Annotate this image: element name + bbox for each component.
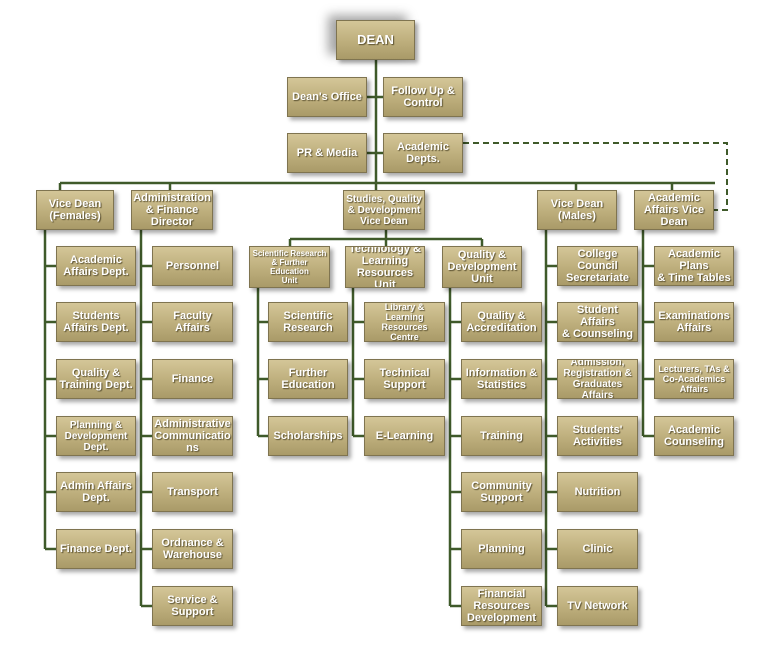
unit-nutrition[interactable]: Nutrition — [557, 472, 638, 512]
unit-female-admin-affairs[interactable]: Admin Affairs Dept. — [56, 472, 136, 512]
unit-college-council[interactable]: College Council Secretariate — [557, 246, 638, 286]
unit-ordnance-warehouse[interactable]: Ordnance & Warehouse — [152, 529, 233, 569]
unit-service-support[interactable]: Service & Support — [152, 586, 233, 626]
unit-female-finance[interactable]: Finance Dept. — [56, 529, 136, 569]
unit-admin-communications[interactable]: Administrative Communicatio ns — [152, 416, 233, 456]
unit-scientific-research-further-education[interactable]: Scientific Research & Further Education … — [249, 246, 330, 288]
unit-e-learning[interactable]: E-Learning — [364, 416, 445, 456]
unit-female-academic-affairs[interactable]: Academic Affairs Dept. — [56, 246, 136, 286]
unit-female-planning[interactable]: Planning & Development Dept. — [56, 416, 136, 456]
unit-quality-accreditation[interactable]: Quality & Accreditation — [461, 302, 542, 342]
unit-transport[interactable]: Transport — [152, 472, 233, 512]
unit-follow-up[interactable]: Follow Up & Control — [383, 77, 463, 117]
unit-academic-counseling[interactable]: Academic Counseling — [654, 416, 734, 456]
dashed-connector — [463, 142, 728, 211]
unit-examinations-affairs[interactable]: Examinations Affairs — [654, 302, 734, 342]
unit-vice-dean-females[interactable]: Vice Dean (Females) — [36, 190, 114, 230]
unit-scientific-research[interactable]: Scientific Research — [268, 302, 348, 342]
unit-faculty-affairs[interactable]: Faculty Affairs — [152, 302, 233, 342]
unit-library-learning-resources[interactable]: Library & Learning Resources Centre — [364, 302, 445, 342]
unit-admission-registration[interactable]: Admission, Registration & Graduates Affa… — [557, 359, 638, 399]
unit-clinic[interactable]: Clinic — [557, 529, 638, 569]
unit-academic-depts[interactable]: Academic Depts. — [383, 133, 463, 173]
unit-female-students-affairs[interactable]: Students Affairs Dept. — [56, 302, 136, 342]
unit-dean[interactable]: DEAN — [336, 20, 415, 60]
unit-lecturers-tas[interactable]: Lecturers, TAs & Co-Academics Affairs — [654, 359, 734, 399]
unit-deans-office[interactable]: Dean's Office — [287, 77, 367, 117]
unit-academic-plans[interactable]: Academic Plans & Time Tables — [654, 246, 734, 286]
unit-academic-affairs-vice-dean[interactable]: Academic Affairs Vice Dean — [634, 190, 714, 230]
unit-technology-learning-resources[interactable]: Technology & Learning Resources Unit — [345, 246, 425, 288]
unit-student-affairs-counseling[interactable]: Student Affairs & Counseling — [557, 302, 638, 342]
unit-studies-quality-vice-dean[interactable]: Studies, Quality & Development Vice Dean — [343, 190, 425, 230]
unit-training[interactable]: Training — [461, 416, 542, 456]
unit-community-support[interactable]: Community Support — [461, 472, 542, 512]
unit-technical-support[interactable]: Technical Support — [364, 359, 445, 399]
unit-female-quality-training[interactable]: Quality & Training Dept. — [56, 359, 136, 399]
unit-financial-resources-development[interactable]: Financial Resources Development — [461, 586, 542, 626]
unit-students-activities[interactable]: Students' Activities — [557, 416, 638, 456]
unit-information-statistics[interactable]: Information & Statistics — [461, 359, 542, 399]
unit-planning[interactable]: Planning — [461, 529, 542, 569]
unit-vice-dean-males[interactable]: Vice Dean (Males) — [537, 190, 617, 230]
unit-finance[interactable]: Finance — [152, 359, 233, 399]
unit-admin-finance-director[interactable]: Administration & Finance Director — [131, 190, 213, 230]
unit-personnel[interactable]: Personnel — [152, 246, 233, 286]
unit-further-education[interactable]: Further Education — [268, 359, 348, 399]
unit-scholarships[interactable]: Scholarships — [268, 416, 348, 456]
unit-pr-media[interactable]: PR & Media — [287, 133, 367, 173]
unit-tv-network[interactable]: TV Network — [557, 586, 638, 626]
unit-quality-development[interactable]: Quality & Development Unit — [442, 246, 522, 288]
